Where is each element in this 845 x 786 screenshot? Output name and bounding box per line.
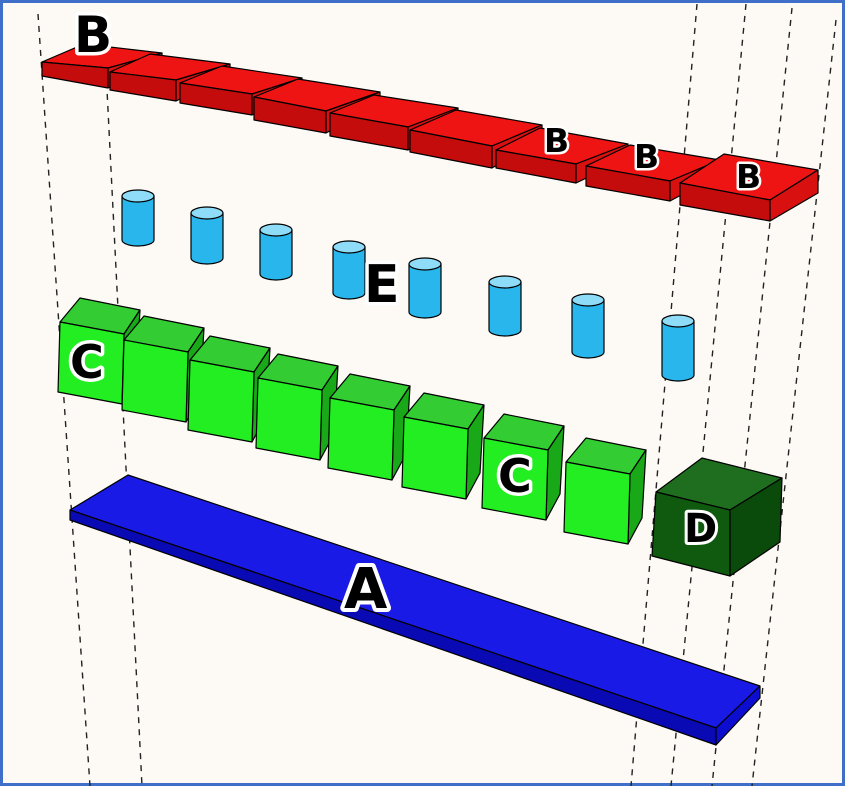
part-c-block — [255, 353, 339, 461]
part-a-end-face — [715, 685, 761, 746]
part-e-pin — [190, 206, 224, 265]
part-e-pin — [332, 240, 366, 300]
label-b-tile-9: B — [736, 157, 761, 196]
part-d-side-face — [729, 477, 783, 577]
part-e-pin — [121, 189, 155, 247]
label-b-top: B — [74, 6, 112, 64]
part-c-block — [563, 437, 647, 545]
label-a: A — [344, 557, 388, 622]
part-e-pin — [408, 257, 442, 319]
part-b-tiles — [41, 43, 819, 222]
part-e-pins — [121, 189, 695, 382]
part-e-pin — [259, 223, 293, 281]
part-b-tile — [679, 153, 819, 222]
part-d-cube — [651, 457, 783, 577]
part-labels: B B B B E C C D A — [67, 3, 764, 627]
part-e-pin — [661, 314, 695, 382]
part-c-block — [401, 392, 485, 500]
part-c-blocks — [57, 297, 647, 545]
part-e-pin — [488, 275, 522, 337]
part-a-plate — [69, 474, 761, 746]
label-e: E — [364, 255, 400, 315]
label-d: D — [684, 506, 717, 552]
label-c-first: C — [70, 335, 104, 389]
part-e-pin — [571, 293, 605, 359]
part-a-front-face — [69, 509, 717, 746]
label-b-tile-7: B — [544, 121, 569, 160]
part-c-block — [327, 373, 411, 481]
label-b-tile-8: B — [634, 137, 659, 176]
label-c-seventh: C — [498, 449, 532, 503]
part-c-block — [481, 413, 565, 521]
